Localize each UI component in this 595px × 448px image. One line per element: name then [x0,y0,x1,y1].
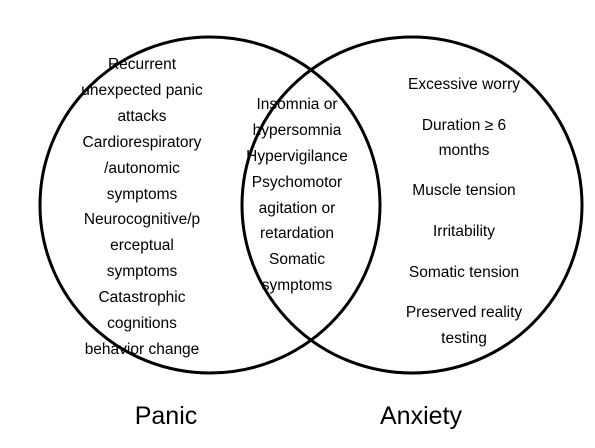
panic-line: Cardiorespiratory [82,134,202,151]
overlap-line: symptoms [261,277,333,294]
anxiety-line: Muscle tension [412,182,516,199]
panic-line: symptoms [106,186,178,203]
anxiety-line: Preserved reality [405,304,523,321]
panic-line: symptoms [106,263,178,280]
anxiety-circle [240,35,584,375]
anxiety-label: Anxiety [380,402,462,430]
overlap-line: Hypervigilance [246,148,348,165]
panic-line: Neurocognitive/p [83,211,201,228]
overlap-line: Psychomotor [251,174,343,191]
panic-line: cognitions [107,315,177,332]
panic-line: /autonomic [104,160,180,177]
anxiety-line: testing [441,330,487,347]
overlap-line: hypersomnia [252,122,342,139]
overlap-line: retardation [259,225,335,242]
anxiety-line: Duration ≥ 6 [421,117,507,134]
panic-line: behavior change [84,341,200,358]
panic-line: Recurrent [107,56,177,73]
anxiety-line: Somatic tension [408,264,520,281]
panic-line: unexpected panic [81,82,203,99]
overlap-line: Insomnia or [256,96,338,113]
panic-label: Panic [134,402,198,430]
panic-line: erceptual [110,237,174,254]
anxiety-line: months [438,142,490,159]
panic-line: Catastrophic [98,289,186,306]
overlap-line: agitation or [258,200,336,217]
overlap-line: Somatic [269,251,325,268]
panic-circle [38,35,382,375]
anxiety-line: Irritability [432,223,495,240]
panic-line: attacks [117,108,167,125]
anxiety-line: Excessive worry [408,76,520,93]
